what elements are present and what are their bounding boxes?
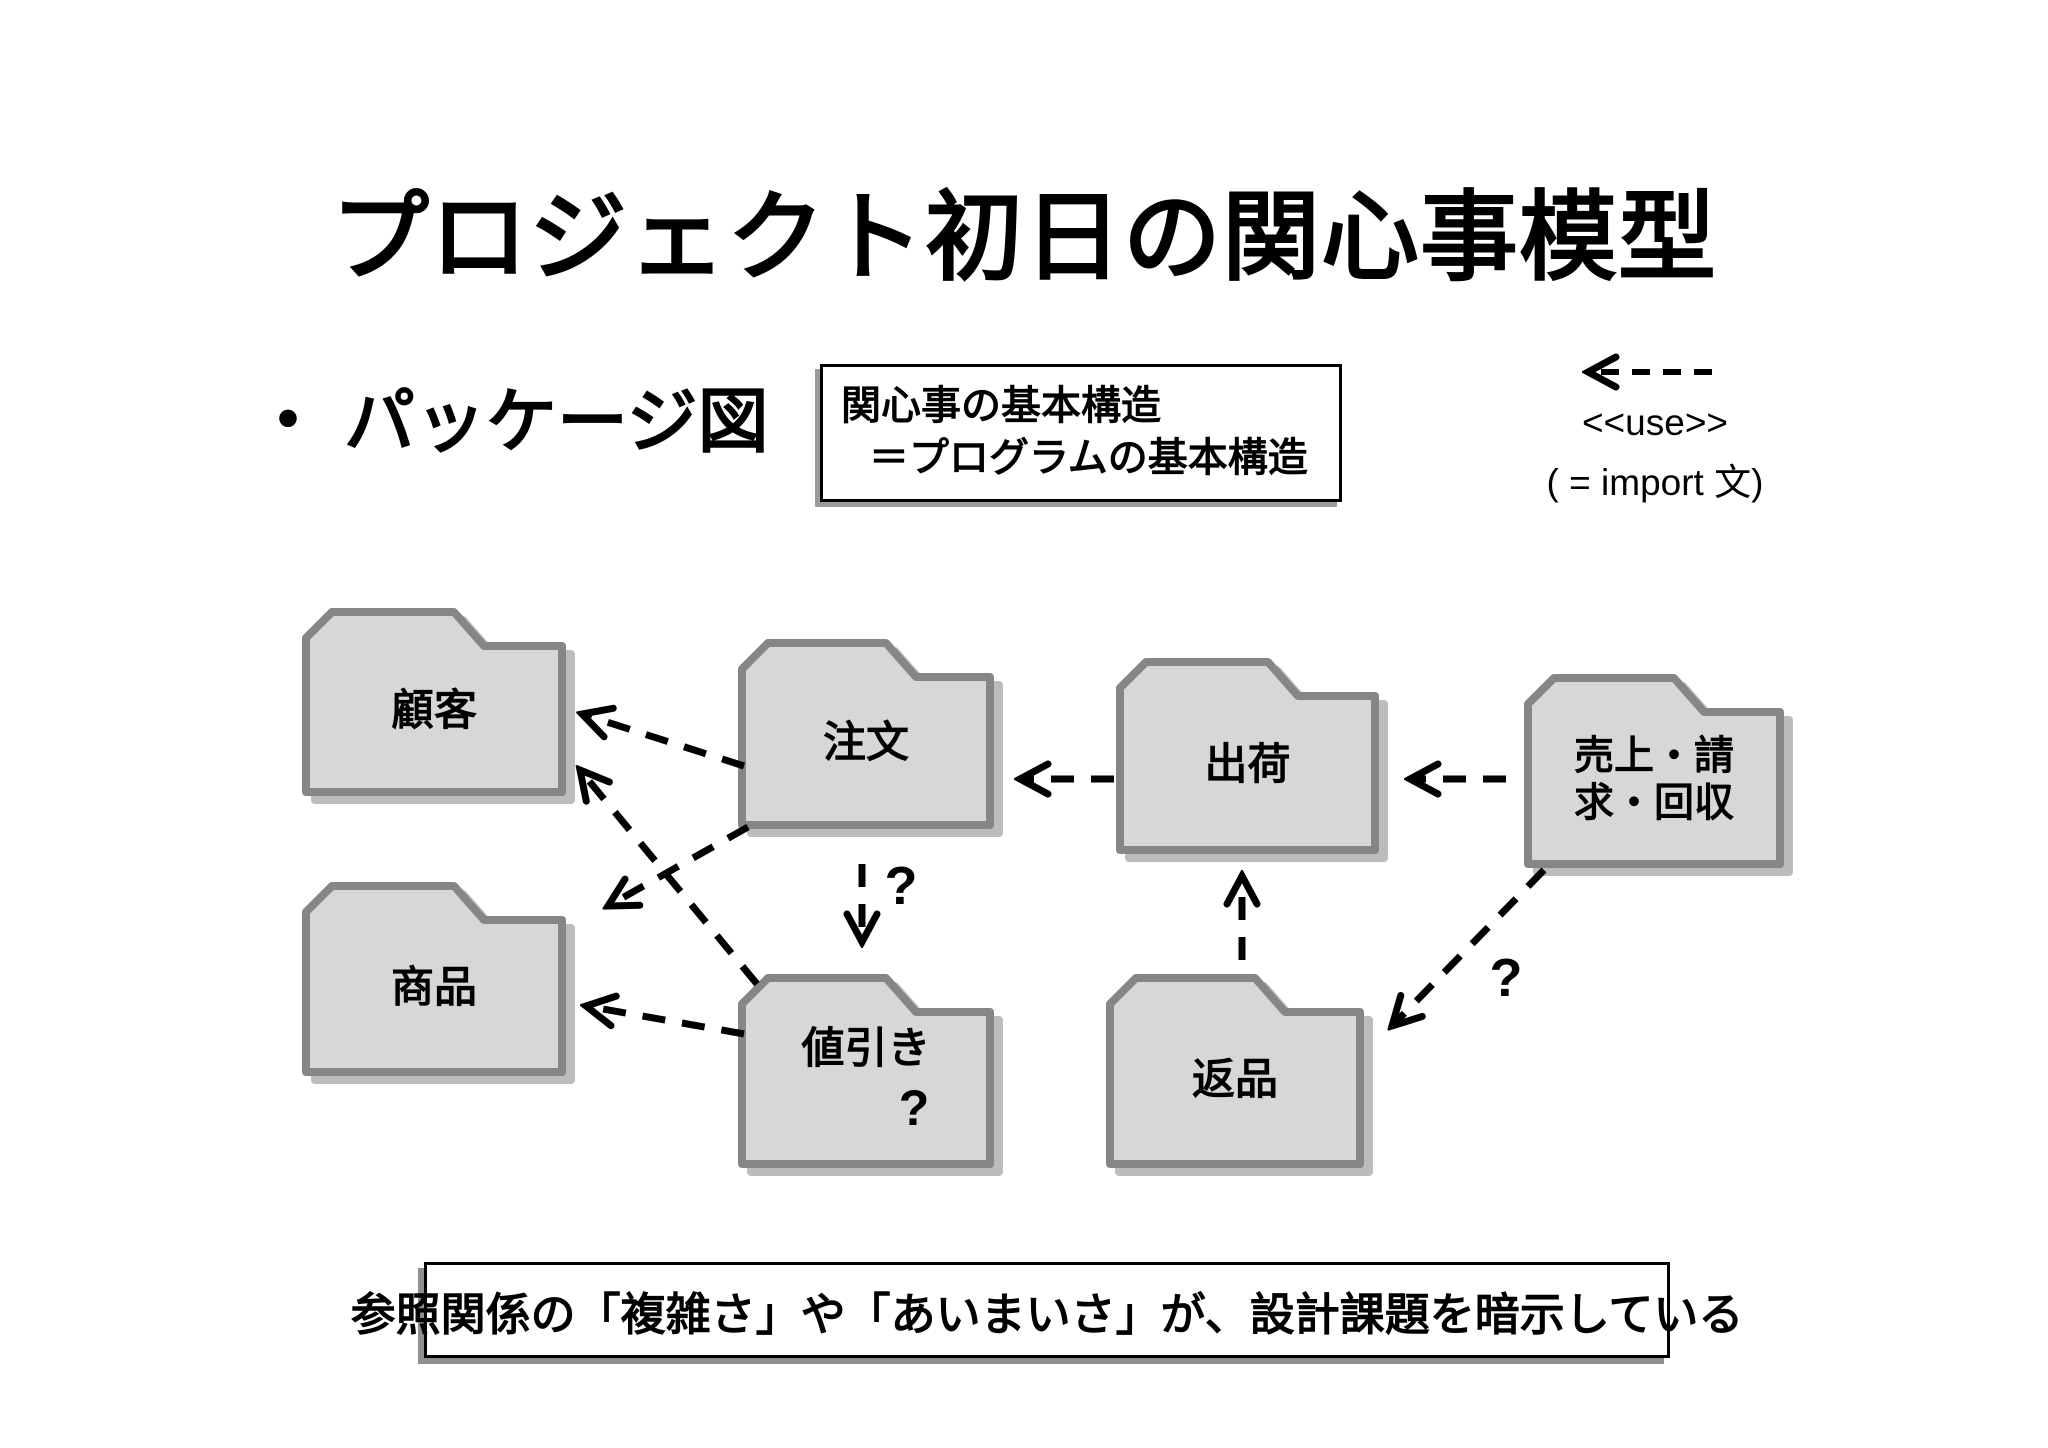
package-label-group: 返品 (1110, 978, 1360, 1164)
package-customer: 顧客 (302, 608, 566, 796)
package-question-mark: ? (898, 1079, 930, 1136)
slide-title: プロジェクト初日の関心事模型 (330, 182, 1717, 292)
package-label-shipping: 出荷 (1204, 740, 1291, 789)
package-shipping: 出荷 (1116, 658, 1379, 854)
bullet-item-label: パッケージ図 (344, 382, 769, 462)
folder-shape-icon (738, 974, 994, 1168)
folder-shape-icon (738, 639, 994, 829)
package-label-sales: 売上・請求・回収 (1574, 733, 1734, 825)
concern-structure-note-box: 関心事の基本構造 ＝プログラムの基本構造 (820, 364, 1342, 502)
package-label-group: 値引き? (742, 978, 990, 1164)
package-label-group: 注文 (742, 643, 990, 825)
use-arrow-discount-to-customer (580, 770, 760, 987)
folder-shape-icon (302, 608, 566, 796)
package-label-group: 売上・請求・回収 (1528, 678, 1780, 864)
package-label-order: 注文 (823, 718, 909, 767)
package-discount: 値引き? (738, 974, 994, 1168)
folder-shape-icon (1524, 674, 1784, 868)
legend-use-stereotype: <<use>> (1581, 402, 1729, 443)
use-arrow-order-to-product (608, 823, 750, 906)
folder-shape-icon (1106, 974, 1364, 1168)
question-mark-sales-to-returns: ? (1489, 948, 1523, 1008)
bullet-item-package-diagram: ・ パッケージ図 (252, 386, 769, 458)
package-label-group: 出荷 (1120, 662, 1375, 850)
package-label-discount: 値引き (801, 1025, 931, 1074)
use-arrow-discount-to-product (586, 1006, 745, 1038)
package-returns: 返品 (1106, 974, 1364, 1168)
bottom-conclusion-text: 参照関係の「複雑さ」や「あいまいさ」が、設計課題を暗示している (350, 1288, 1744, 1340)
package-sales: 売上・請求・回収 (1524, 674, 1784, 868)
package-label-group: 商品 (306, 886, 562, 1072)
bottom-conclusion-box: 参照関係の「複雑さ」や「あいまいさ」が、設計課題を暗示している (351, 1262, 1743, 1358)
package-order: 注文 (738, 639, 994, 829)
note-line-2: ＝プログラムの基本構造 (869, 436, 1308, 480)
folder-shape-icon (302, 882, 566, 1076)
bullet-marker-icon: ・ (252, 382, 325, 462)
use-arrow-order-to-customer (582, 714, 746, 770)
package-product: 商品 (302, 882, 566, 1076)
folder-shape-icon (1116, 658, 1379, 854)
package-label-customer: 顧客 (391, 686, 477, 735)
package-label-product: 商品 (391, 963, 477, 1012)
question-mark-order-to-discount: ? (884, 856, 918, 916)
note-line-1: 関心事の基本構造 (841, 384, 1161, 428)
legend-import-meaning: ( = import 文) (1546, 462, 1764, 503)
package-label-returns: 返品 (1192, 1055, 1278, 1104)
package-label-group: 顧客 (306, 612, 562, 792)
